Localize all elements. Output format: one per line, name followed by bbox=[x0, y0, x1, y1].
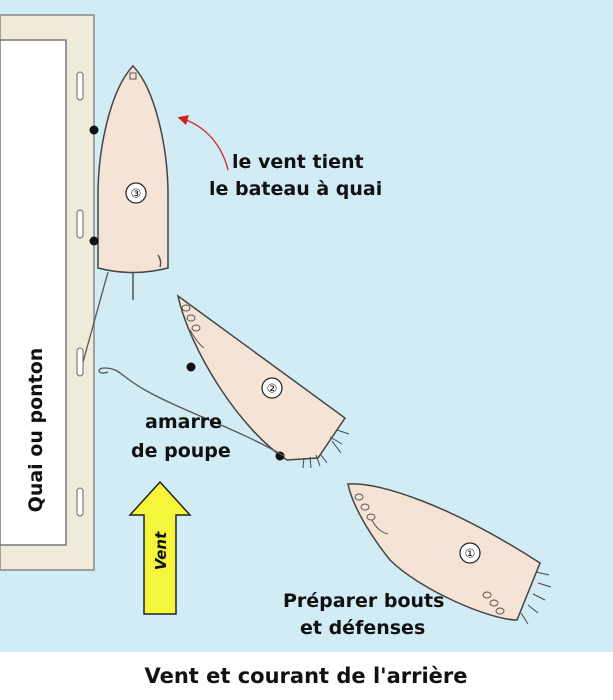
boat-2-hull bbox=[176, 294, 347, 461]
boat-2: ② bbox=[176, 294, 350, 469]
caption-band bbox=[0, 652, 613, 700]
quay-label: Quai ou ponton bbox=[25, 348, 47, 513]
boat-2-coiled-line-icon bbox=[181, 304, 205, 349]
boat-2-wake bbox=[302, 429, 350, 469]
boat-2-stern-fender-icon bbox=[275, 451, 285, 461]
boat-1-stern-coiled-line-icon bbox=[482, 591, 505, 615]
quay: Quai ou ponton bbox=[0, 14, 95, 571]
bow-cleat-icon bbox=[129, 72, 137, 80]
boat-3: ③ bbox=[97, 64, 169, 300]
boat-2-badge bbox=[261, 377, 283, 399]
boat-3-hull bbox=[97, 64, 169, 274]
boat-1-number: ① bbox=[465, 547, 476, 561]
boat-1-hull bbox=[347, 483, 541, 621]
prepare-label-line2: et défenses bbox=[300, 617, 425, 639]
boat-1-wake bbox=[520, 571, 552, 625]
boat-3-badge bbox=[125, 182, 147, 204]
wind-arrow-icon bbox=[128, 480, 192, 615]
stern-line-label-line1: amarre bbox=[145, 411, 222, 433]
stern-line-label-line2: de poupe bbox=[131, 440, 231, 462]
water-area bbox=[0, 0, 613, 652]
wind-holds-label-line1: le vent tient bbox=[232, 151, 364, 173]
mooring-lines bbox=[82, 271, 109, 363]
boat-3-number: ③ bbox=[131, 187, 142, 201]
caption-text: Vent et courant de l'arrière bbox=[144, 664, 467, 688]
boat-1: ① bbox=[347, 483, 552, 625]
wind-arrow: Vent bbox=[128, 480, 192, 615]
wind-arrow-label: Vent bbox=[152, 531, 170, 570]
boat-2-fender-icon bbox=[186, 362, 196, 372]
stern-line bbox=[98, 367, 285, 457]
wind-holds-label-line2: le bateau à quai bbox=[209, 178, 382, 200]
prepare-label-line1: Préparer bouts bbox=[283, 590, 444, 612]
boat-1-coiled-line-icon bbox=[354, 493, 389, 535]
boat-2-number: ② bbox=[267, 382, 278, 396]
wind-note-arrow-icon bbox=[177, 115, 229, 171]
fender-icons bbox=[89, 125, 99, 246]
boat-1-badge bbox=[459, 542, 481, 564]
cleat-icons bbox=[76, 71, 84, 517]
